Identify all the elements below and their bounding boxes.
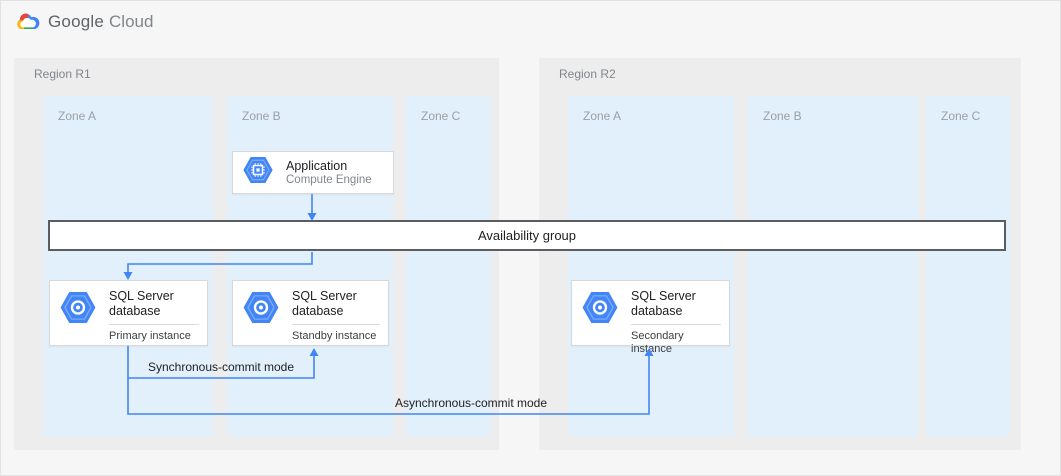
cloud-sql-icon bbox=[582, 292, 618, 328]
zone-label: Zone A bbox=[583, 109, 622, 123]
region-r2-zone-b: Zone B bbox=[748, 96, 918, 436]
region-r1-zone-a: Zone A bbox=[43, 96, 213, 436]
google-cloud-logo: Google Cloud bbox=[15, 9, 153, 35]
zone-label: Zone B bbox=[242, 109, 281, 123]
card-sql-secondary: SQL Server database Secondary instance bbox=[571, 280, 730, 355]
async-commit-label: Asynchronous-commit mode bbox=[394, 396, 548, 410]
region-r2-zone-a: Zone A bbox=[568, 96, 734, 436]
region-r1-label: Region R1 bbox=[34, 67, 91, 81]
zone-label: Zone B bbox=[763, 109, 802, 123]
card-divider bbox=[631, 324, 721, 325]
card-sql-standby: SQL Server database Standby instance bbox=[232, 280, 389, 346]
region-r2: Region R2 Zone A Zone B Zone C bbox=[539, 58, 1021, 450]
region-r1-zone-c: Zone C bbox=[406, 96, 491, 436]
region-r2-label: Region R2 bbox=[559, 67, 616, 81]
availability-group-label: Availability group bbox=[477, 228, 577, 243]
compute-engine-icon bbox=[243, 157, 273, 188]
logo-text-google: Google bbox=[48, 12, 105, 31]
card-divider bbox=[109, 324, 199, 325]
zone-label: Zone A bbox=[58, 109, 97, 123]
zone-label: Zone C bbox=[421, 109, 461, 123]
availability-group-bar: Availability group bbox=[48, 220, 1006, 251]
card-subtitle: Compute Engine bbox=[286, 173, 372, 186]
zone-label: Zone C bbox=[941, 109, 981, 123]
card-divider bbox=[292, 324, 380, 325]
card-application: Application Compute Engine bbox=[232, 151, 394, 194]
region-r2-zone-c: Zone C bbox=[926, 96, 1010, 436]
cloud-sql-icon bbox=[243, 292, 279, 328]
sync-commit-label: Synchronous-commit mode bbox=[147, 360, 295, 374]
card-title: SQL Server database bbox=[292, 289, 357, 318]
card-title: SQL Server database bbox=[109, 289, 174, 318]
cloud-sql-icon bbox=[60, 292, 96, 328]
region-r1-zone-b: Zone B bbox=[227, 96, 393, 436]
card-subtitle: Standby instance bbox=[292, 330, 377, 342]
card-subtitle: Secondary instance bbox=[631, 330, 684, 355]
card-title: SQL Server database bbox=[631, 289, 696, 318]
logo-text-cloud: Cloud bbox=[109, 12, 154, 31]
google-cloud-logo-icon bbox=[15, 11, 41, 33]
card-title: Application bbox=[286, 158, 348, 173]
card-sql-primary: SQL Server database Primary instance bbox=[49, 280, 208, 346]
region-r1: Region R1 Zone A Zone B Zone C bbox=[14, 58, 499, 450]
card-subtitle: Primary instance bbox=[109, 330, 191, 342]
